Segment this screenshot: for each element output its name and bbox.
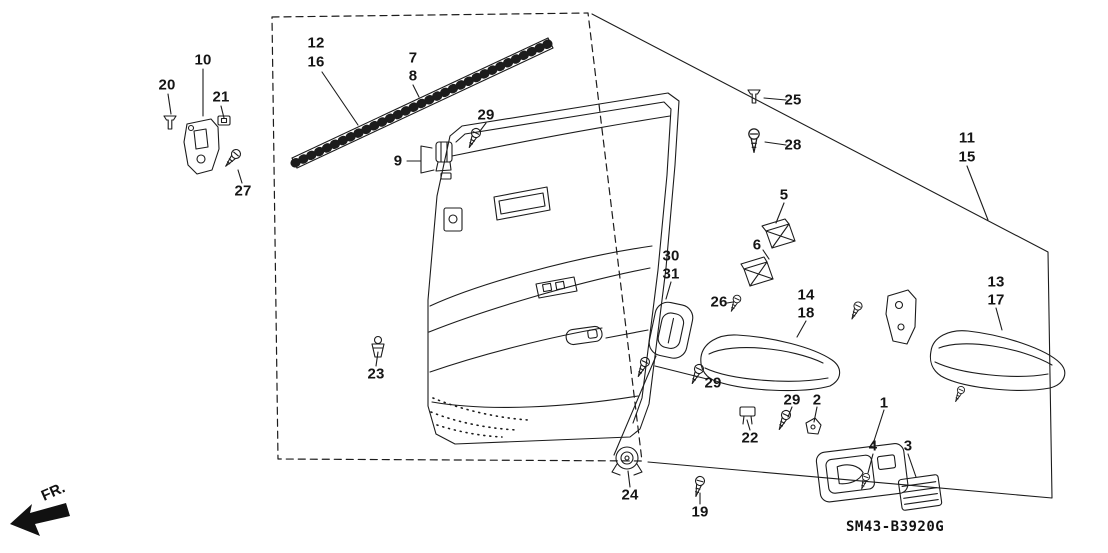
part-number-label: 12 [307,34,325,52]
part-number-label: 7 [408,49,418,67]
sash-bracket [163,115,243,175]
part-number-label: 24 [621,486,639,504]
part-number-label: 25 [784,91,802,109]
panel-boundary-dashed [271,12,643,462]
part-number-label: 29 [704,374,722,392]
clip-23 [371,335,385,358]
part-number-label: 11 [958,129,976,147]
clip-assy-5-6 [740,218,796,287]
part-number-label: 29 [477,106,495,124]
part-number-label: 28 [784,136,802,154]
part-number-label: 30 [662,247,680,265]
grille-pad [897,474,943,511]
part-number-label: 29 [783,391,801,409]
part-number-label: 6 [752,236,762,254]
part-number-label: 8 [408,67,418,85]
part-number-label: 22 [741,429,759,447]
part-number-label: 13 [987,273,1005,291]
part-number-label: 27 [234,182,252,200]
clip-22 [739,406,756,425]
part-number-label: 3 [903,437,913,455]
part-number-label: 15 [958,148,976,166]
part-number-label: 26 [710,293,728,311]
molding-clip-9 [406,141,453,180]
part-number-label: 19 [691,503,709,521]
weatherstrip [290,37,555,169]
part-number-label: 18 [797,304,815,322]
grommet-24 [611,446,643,476]
armrest-right [885,289,1066,391]
leader-lines [167,68,1003,505]
part-number-label: 4 [868,437,878,455]
part-number-label: 16 [307,53,325,71]
handle-housing [815,443,909,503]
part-number-label: 9 [393,152,403,170]
handle-bezel [648,301,694,359]
armrest-left [700,334,841,392]
part-number-label: 5 [779,186,789,204]
clip-2 [805,417,822,435]
part-number-label: 21 [212,88,230,106]
part-number-label: 17 [987,291,1005,309]
part-number-label: 10 [194,51,212,69]
door-trim-panel [427,92,680,445]
part-number-label: 2 [812,391,822,409]
part-number-label: 20 [158,76,176,94]
part-number-label: 14 [797,286,815,304]
part-number-label: 1 [879,394,889,412]
part-number-label: 23 [367,365,385,383]
assembly-boundary [591,13,1053,499]
diagram-code: SM43-B3920G [846,519,945,535]
part-number-label: 31 [662,265,680,283]
